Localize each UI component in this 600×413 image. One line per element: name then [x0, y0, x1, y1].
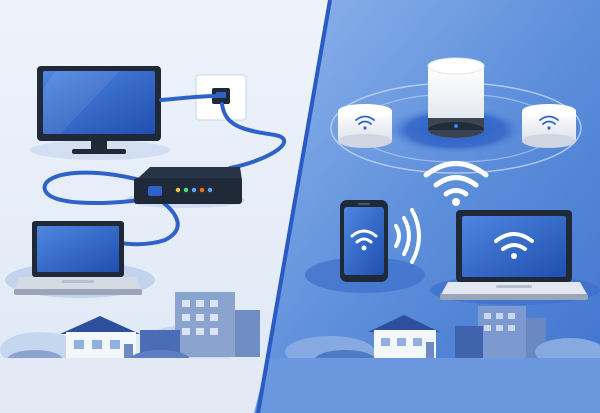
desktop-monitor-icon [37, 66, 161, 154]
wifi-icon [350, 229, 378, 244]
mesh-node-icon [522, 104, 576, 148]
mesh-node-icon [427, 57, 485, 138]
wifi-dot [452, 198, 460, 206]
right-skyline [254, 306, 600, 413]
signal-waves-icon [394, 208, 421, 264]
wireless-network-scene [254, 57, 600, 413]
smartphone-icon [340, 200, 388, 282]
left-skyline [0, 292, 265, 413]
mesh-node-icon [338, 104, 392, 148]
ethernet-cables [42, 94, 287, 247]
laptop-icon [14, 221, 142, 295]
router-icon [134, 167, 242, 204]
house-icon [368, 315, 440, 358]
wifi-icon [355, 115, 375, 125]
wifi-icon [539, 115, 559, 125]
wifi-icon [494, 232, 534, 251]
diagonal-divider [256, 0, 332, 413]
office-building-icon [175, 292, 260, 357]
wifi-icon [423, 161, 489, 197]
wired-network-scene [0, 66, 287, 413]
house-icon [60, 316, 140, 360]
laptop-icon [440, 210, 588, 300]
